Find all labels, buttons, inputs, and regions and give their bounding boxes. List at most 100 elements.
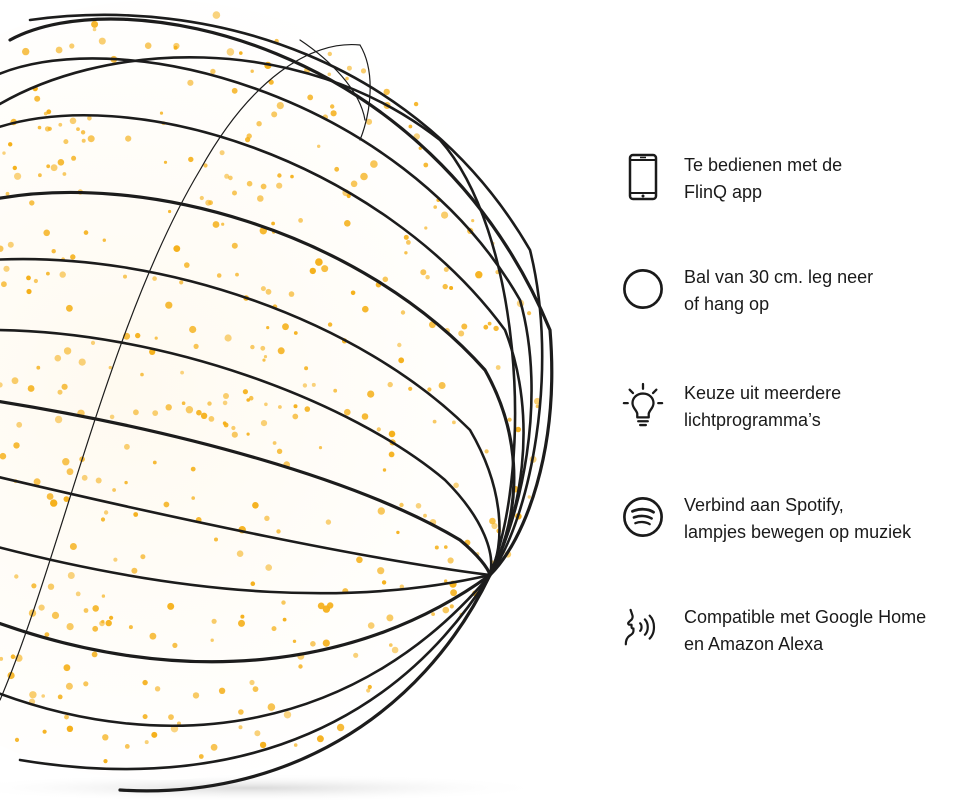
led-dot [311,382,316,387]
led-dot [283,711,292,719]
wire-strand [0,328,493,577]
led-dot [458,330,465,337]
led-dot [98,37,106,45]
sphere-shadow [0,774,550,800]
led-dot [444,579,448,583]
led-dot [382,276,389,283]
feature-app-control: Te bedienen met de FlinQ app [622,152,963,212]
led-dot [222,400,228,406]
led-dot [281,600,286,605]
led-dot [344,220,351,227]
led-dot [159,111,164,115]
led-dot [235,272,239,277]
led-dot [83,608,89,613]
led-dot [408,386,413,391]
led-dot [3,265,10,272]
led-dot [34,95,41,102]
led-dot [252,502,259,509]
led-dot [304,406,311,412]
feature-list: Te bedienen met de FlinQ app Bal van 30 … [622,0,963,800]
led-dot [109,615,114,620]
led-dot [54,415,63,424]
led-dot [361,413,369,420]
led-dot [103,759,108,764]
led-dot [144,42,152,49]
led-dot [69,543,77,550]
led-dot [11,377,19,385]
led-dot [264,515,270,521]
wire-strand [0,400,492,577]
led-dot [443,267,449,272]
led-dot [315,258,323,266]
led-dot [396,530,400,535]
wire-strand [0,113,525,577]
led-dot [262,358,266,362]
led-dot [47,583,55,590]
led-dot [38,173,42,178]
led-dot [214,537,218,542]
led-dot [203,163,208,168]
spotify-icon [622,492,664,542]
led-dot [109,414,115,420]
led-dot [192,692,200,699]
led-dot [152,410,159,416]
led-dot [99,620,105,627]
led-dot [196,409,202,416]
led-dot [489,517,496,525]
led-dot [282,323,289,331]
led-dot [80,130,86,135]
sphere-wires [0,13,554,793]
led-dot [0,382,3,388]
led-dot [29,691,37,699]
feature-text: Keuze uit meerdere lichtprogramma’s [684,380,963,434]
led-dot [123,274,127,279]
led-dot [360,172,368,181]
lightbulb-icon [622,380,664,430]
led-dot [260,420,268,427]
led-dot [108,365,113,370]
led-dot [112,488,116,492]
led-dot [26,275,31,281]
led-sphere-illustration [0,0,554,800]
led-dot [70,254,76,260]
led-dot [238,725,243,730]
led-dot [425,275,430,280]
led-dot [124,744,130,749]
led-dot [59,271,66,278]
led-dot [400,310,406,315]
wire-strand [0,573,492,727]
led-dot [14,172,22,180]
led-dot [46,271,50,276]
led-dot [14,737,20,743]
led-dot [276,529,281,534]
led-dot [321,265,329,273]
led-dot [211,618,217,624]
led-dot [135,332,141,339]
led-dot [144,740,149,745]
led-dot [406,240,411,245]
led-dot [432,419,437,424]
led-dot [212,11,221,19]
led-dot [131,567,138,574]
led-dot [100,517,106,522]
led-dot [397,342,402,348]
led-dot [330,110,337,117]
feature-line-2: lampjes bewegen op muziek [684,522,912,542]
led-dot [260,183,267,190]
led-dot [168,209,172,214]
led-dot [377,507,385,515]
led-dot [226,48,235,56]
led-dot [219,150,225,156]
led-dot [224,173,230,179]
led-dot [302,383,308,388]
led-dot [90,340,96,345]
led-dot [334,166,340,172]
feature-line-2: lichtprogramma’s [684,410,821,430]
led-dot [346,65,352,71]
led-dot [210,68,216,75]
led-dot [271,111,278,118]
led-dot [191,496,195,500]
led-dot [200,412,208,419]
led-dot [322,639,330,647]
feature-ball-size: Bal van 30 cm. leg neer of hang op [622,264,963,324]
